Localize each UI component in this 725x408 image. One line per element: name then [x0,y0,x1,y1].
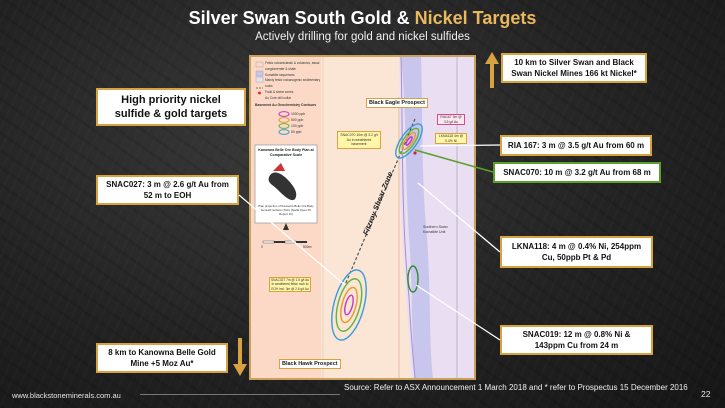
snac019-callout: SNAC019: 12 m @ 0.8% Ni & 143ppm Cu from… [500,325,653,355]
ore-body-shape [268,172,297,201]
page-number: 22 [701,389,711,399]
kanowna-belle-callout: 8 km to Kanowna Belle Gold Mine +5 Moz A… [96,343,228,373]
contour-1000: 1000 ppb [291,112,306,116]
snac070-text: SNAC070: 10 m @ 3.2 g/t Au from 68 m [503,168,651,177]
ria167-callout: RIA 167: 3 m @ 3.5 g/t Au from 60 m [500,135,652,156]
lkna118-callout: LKNA118: 4 m @ 0.4% Ni, 254ppm Cu, 50ppb… [500,236,653,268]
inset-note: Plan projection of Kanowna Belle Ore Bod… [258,204,314,216]
map-legend-swatches [255,61,290,135]
lkna118-map-label: LKNA118 4m @ 0.4% Ni [435,133,467,144]
website-url[interactable]: www.blackstoneminerals.com.au [12,391,121,400]
legend-komatiite: Komatiite sequences [265,72,295,77]
arrow-up-icon [485,52,499,88]
slide-subtitle: Actively drilling for gold and nickel su… [255,31,470,43]
source-note: Source: Refer to ASX Announcement 1 Marc… [344,383,688,392]
kanowna-belle-text: 8 km to Kanowna Belle Gold Mine +5 Moz A… [108,348,216,368]
title-main: Silver Swan South Gold & [188,8,415,28]
black-hawk-contours [331,269,367,341]
contour-100: 100 ppb [291,124,304,128]
title-accent: Nickel Targets [414,8,537,28]
snac027-map-label: SNAC027 7m @ 1.5 g/t Au in weathered fel… [269,277,311,292]
inset-title: Kanowna Belle Ore Body Plan at Comparati… [258,148,314,157]
black-hawk-label: Black Hawk Prospect [279,359,341,369]
scale-zero: 0 [261,245,263,249]
legend-faults: Fault & shear zones [265,89,294,94]
arrow-down-icon [233,338,247,376]
snac027-text: SNAC027: 3 m @ 2.6 g/t Au from 52 m to E… [106,180,229,200]
contour-50: 50 ppb [291,130,302,134]
ria167-text: RIA 167: 3 m @ 3.5 g/t Au from 60 m [507,140,645,150]
snac070-map-label: SNAC070 10m @ 3.2 g/t Au in weathered ba… [337,131,381,149]
high-priority-text: High priority nickel sulfide & gold targ… [114,94,228,120]
komatiite-unit-label: Southern Swan Komatiite Unit [423,225,448,234]
contours-list: 1000 ppb 500 ppb 100 ppb 50 ppb [291,111,305,135]
snac070-callout: SNAC070: 10 m @ 3.2 g/t Au from 68 m [493,162,661,183]
snac019-text: SNAC019: 12 m @ 0.8% Ni & 143ppm Cu from… [522,330,631,350]
legend-felsic-sediments: Mainly felsic volcanogenic sedimentary r… [265,78,321,89]
footer-divider [140,394,340,395]
legend-drill-collar: Au Core drill collar [265,95,292,100]
slide-title: Silver Swan South Gold & Nickel Targets [0,8,725,29]
contour-500: 500 ppb [291,118,304,122]
silver-swan-callout: 10 km to Silver Swan and Black Swan Nick… [501,53,647,83]
ria167-map-label: RIA167 3m @ 3.5 g/t Au [437,114,465,125]
lkna-anomaly [407,265,419,293]
geology-map: Felsic volcaniclastic & volcanics, basal… [249,55,476,380]
map-legend: Felsic volcaniclastic & volcanics, basal… [265,61,325,102]
black-eagle-label: Black Eagle Prospect [366,98,428,108]
scale-end: 500m [303,245,312,249]
silver-swan-text: 10 km to Silver Swan and Black Swan Nick… [511,58,637,78]
high-priority-box: High priority nickel sulfide & gold targ… [96,88,246,126]
snac027-callout: SNAC027: 3 m @ 2.6 g/t Au from 52 m to E… [96,175,239,205]
contours-title: Basement Au Geochemistry Contours [255,103,317,107]
legend-felsic: Felsic volcaniclastic & volcanics, basal… [265,61,320,71]
lkna118-text: LKNA118: 4 m @ 0.4% Ni, 254ppm Cu, 50ppb… [511,242,642,262]
